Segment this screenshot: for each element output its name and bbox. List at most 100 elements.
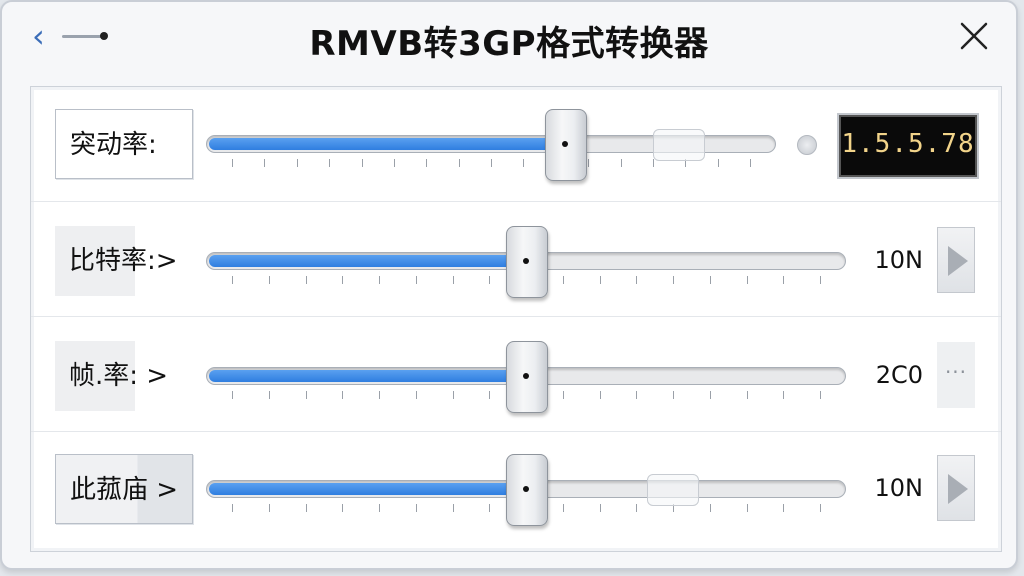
- row-bitrate: 比特率:> 10N: [31, 202, 1001, 317]
- motion-rate-ghost-thumb: [653, 129, 705, 161]
- play-arrow-icon: [948, 246, 968, 276]
- slider-tick: [562, 504, 564, 512]
- slider-tick: [820, 504, 821, 512]
- slider-tick: [750, 159, 751, 167]
- frame-rate-slider-thumb[interactable]: [506, 341, 548, 413]
- slider-tick: [599, 391, 601, 399]
- slider-tick: [620, 159, 622, 167]
- slider-tick: [415, 391, 417, 399]
- frame-rate-slider-fill: [209, 370, 525, 382]
- slider-tick: [305, 504, 307, 512]
- slider-tick: [562, 276, 564, 284]
- back-indicator-line: [62, 35, 102, 38]
- slider-tick: [820, 391, 821, 399]
- slider-tick: [379, 504, 380, 512]
- slider-tick: [636, 504, 638, 512]
- thumb-grip-icon: [562, 141, 569, 147]
- slider-tick: [305, 276, 307, 284]
- more-icon: ···: [944, 360, 968, 384]
- slider-tick: [415, 504, 417, 512]
- slider-tick: [717, 159, 719, 167]
- slider-tick: [746, 276, 748, 284]
- close-button[interactable]: [954, 16, 994, 56]
- fourth-setting-slider-thumb[interactable]: [506, 454, 548, 526]
- play-arrow-icon: [948, 474, 968, 504]
- row-motion-rate: 突动率: 1.5.5.78: [31, 87, 1001, 202]
- slider-tick: [232, 159, 233, 167]
- motion-rate-slider-track[interactable]: [206, 135, 776, 153]
- back-button[interactable]: ‹: [28, 18, 114, 54]
- slider-tick: [264, 159, 266, 167]
- motion-rate-label: 突动率:: [55, 109, 193, 179]
- settings-panel: 突动率: 1.5.5.78 比特率:> 10N: [30, 86, 1002, 552]
- slider-tick: [361, 159, 363, 167]
- frame-rate-value: 2C0: [875, 361, 923, 389]
- frame-rate-label: 帧.率: >: [55, 341, 193, 411]
- slider-tick: [329, 159, 331, 167]
- slider-tick: [452, 391, 454, 399]
- bitrate-ticks: [206, 276, 846, 286]
- motion-rate-slider-thumb[interactable]: [545, 109, 588, 181]
- row-frame-rate: 帧.率: > 2C0 ···: [31, 317, 1001, 432]
- fourth-setting-next-button[interactable]: [937, 455, 975, 521]
- thumb-grip-icon: [523, 373, 529, 379]
- motion-rate-radio[interactable]: [797, 135, 817, 155]
- slider-tick: [783, 276, 785, 284]
- slider-tick: [709, 276, 711, 284]
- slider-tick: [820, 276, 821, 284]
- slider-tick: [342, 276, 344, 284]
- slider-tick: [305, 391, 307, 399]
- slider-tick: [393, 159, 395, 167]
- slider-tick: [588, 159, 590, 167]
- back-indicator-dot: [100, 32, 108, 40]
- slider-tick: [426, 159, 428, 167]
- slider-tick: [489, 276, 491, 284]
- fourth-setting-ghost-thumb: [647, 474, 699, 506]
- thumb-grip-icon: [523, 486, 529, 492]
- chevron-left-icon: ‹: [32, 17, 45, 55]
- slider-tick: [709, 391, 711, 399]
- motion-rate-slider-fill: [209, 138, 565, 150]
- window-title: RMVB转3GP格式转换器: [309, 24, 709, 64]
- bitrate-slider-thumb[interactable]: [506, 226, 548, 298]
- slider-tick: [415, 276, 417, 284]
- slider-tick: [489, 391, 491, 399]
- close-icon: [960, 22, 988, 50]
- slider-tick: [491, 159, 492, 167]
- slider-tick: [452, 504, 454, 512]
- fourth-setting-slider-fill: [209, 483, 525, 495]
- motion-rate-display: 1.5.5.78: [837, 113, 979, 179]
- slider-tick: [232, 276, 233, 284]
- slider-tick: [523, 159, 525, 167]
- slider-tick: [783, 504, 785, 512]
- slider-tick: [268, 504, 270, 512]
- slider-tick: [458, 159, 460, 167]
- slider-tick: [296, 159, 298, 167]
- slider-tick: [599, 504, 601, 512]
- slider-tick: [232, 391, 233, 399]
- slider-tick: [342, 391, 344, 399]
- fourth-setting-label: 此菰庙 >: [55, 454, 193, 524]
- slider-tick: [685, 159, 687, 167]
- slider-tick: [232, 504, 233, 512]
- bitrate-value: 10N: [874, 246, 924, 274]
- slider-tick: [452, 276, 454, 284]
- slider-tick: [783, 391, 785, 399]
- slider-tick: [673, 391, 674, 399]
- slider-tick: [342, 504, 344, 512]
- slider-tick: [268, 391, 270, 399]
- slider-tick: [379, 391, 380, 399]
- row-fourth-setting: 此菰庙 > 10N: [31, 432, 1001, 546]
- frame-rate-more-button[interactable]: ···: [937, 342, 975, 408]
- slider-tick: [673, 504, 674, 512]
- slider-tick: [636, 276, 638, 284]
- slider-tick: [562, 391, 564, 399]
- slider-tick: [709, 504, 711, 512]
- slider-tick: [489, 504, 491, 512]
- slider-tick: [379, 276, 380, 284]
- bitrate-slider-fill: [209, 255, 525, 267]
- thumb-grip-icon: [523, 258, 529, 264]
- slider-tick: [268, 276, 270, 284]
- bitrate-next-button[interactable]: [937, 227, 975, 293]
